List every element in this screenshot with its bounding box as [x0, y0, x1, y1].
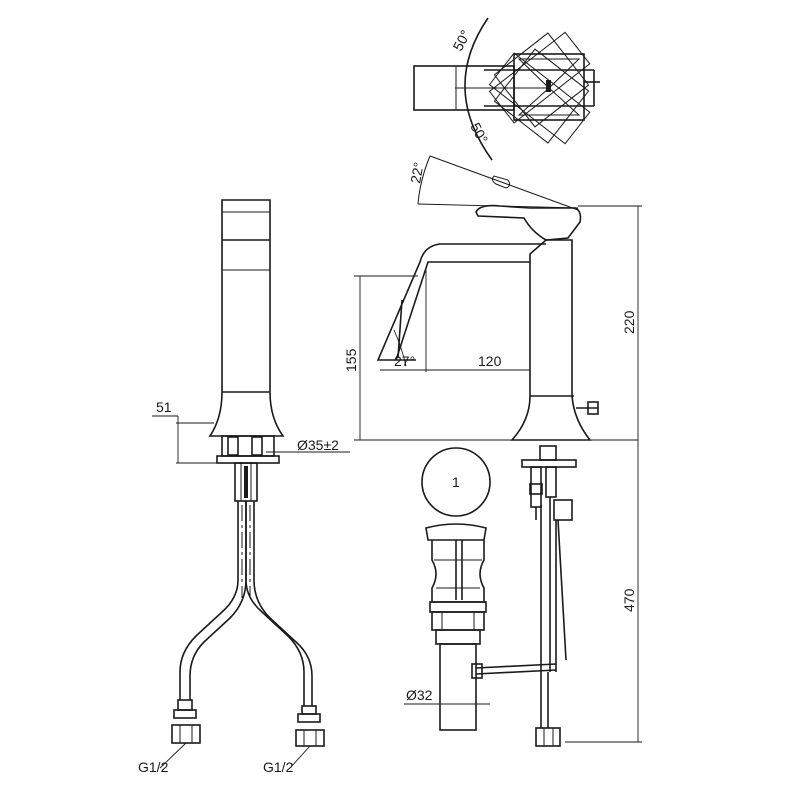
base-diameter-label: Ø35±2 — [297, 437, 339, 453]
drain-diameter-label: Ø32 — [406, 687, 433, 703]
top-view: 50° 50° — [413, 17, 600, 161]
angle-upper-label: 50° — [450, 27, 474, 53]
total-height-label: 220 — [621, 310, 637, 334]
front-view: 51 Ø35±2 G1/2 G1/2 — [138, 199, 350, 775]
drain-cap-mark: 1 — [452, 474, 460, 490]
angle-lower-label: 50° — [467, 120, 491, 146]
hose-length-label: 470 — [621, 588, 637, 612]
spout-reach-label: 120 — [478, 353, 502, 369]
spout-height-label: 155 — [343, 348, 359, 372]
base-height-label: 51 — [156, 399, 172, 415]
side-view: 22° 155 27° 120 220 470 — [343, 155, 642, 747]
thread-right-label: G1/2 — [263, 759, 294, 775]
thread-left-label: G1/2 — [138, 759, 169, 775]
lever-angle-label: 22° — [407, 161, 426, 185]
spout-angle-label: 27° — [394, 353, 415, 369]
pop-up-drain: 1 Ø32 — [404, 447, 557, 731]
